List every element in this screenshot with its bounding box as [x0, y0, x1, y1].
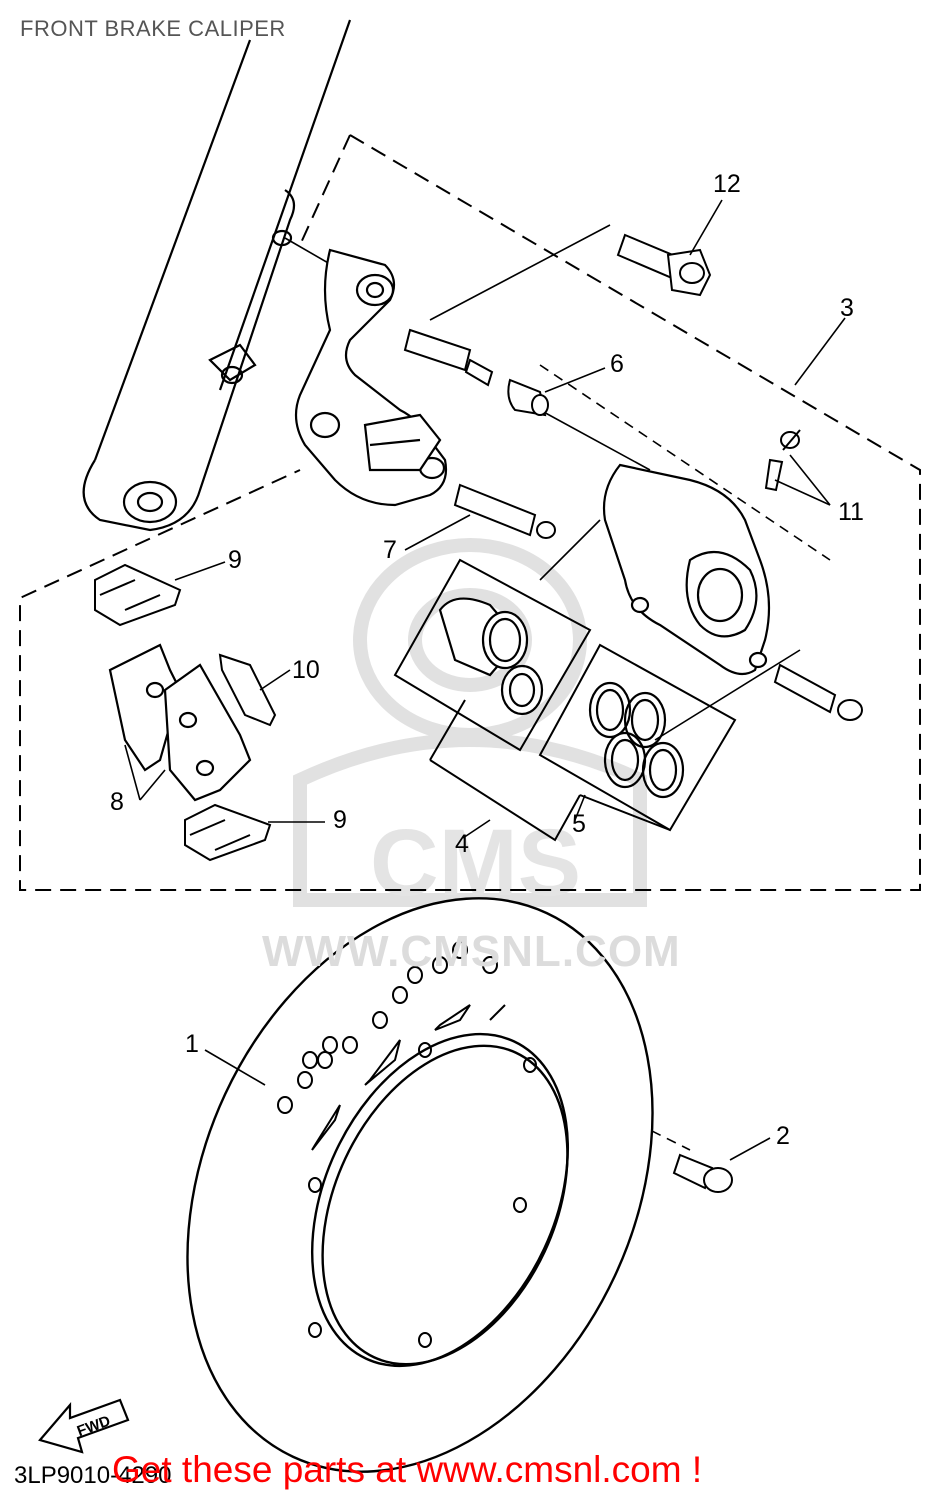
callout-8: 8 [110, 788, 124, 816]
bolt-12 [616, 233, 712, 297]
callout-6: 6 [610, 350, 624, 378]
callout-11: 11 [838, 498, 864, 526]
slide-pins [403, 328, 863, 721]
callout-3: 3 [840, 294, 854, 322]
callout-12: 12 [713, 170, 741, 198]
disc-holes [277, 941, 537, 1348]
callout-4: 4 [455, 830, 469, 858]
callout-5: 5 [572, 810, 586, 838]
brake-pads [108, 643, 252, 802]
pistons [438, 597, 544, 716]
piston-kit-box [393, 558, 592, 842]
caliper-bracket [294, 248, 448, 507]
fwd-arrow-icon: FWD [38, 1398, 130, 1454]
watermark-url: WWW.CMSNL.COM [262, 927, 681, 976]
callout-10: 10 [292, 656, 320, 684]
seals [588, 681, 685, 799]
callout-7: 7 [383, 536, 397, 564]
disc-bolt-2 [672, 1153, 733, 1193]
fork-leg [82, 19, 352, 532]
brake-disc [186, 897, 654, 1473]
boot-6 [507, 378, 549, 417]
callout-9-top: 9 [228, 546, 242, 574]
drawing-code: 3LP9010-4290 [14, 1462, 172, 1489]
pad-clips [94, 563, 272, 862]
bleed-screw-11 [764, 429, 801, 492]
footer-link[interactable]: Get these parts at www.cmsnl.com ! [112, 1449, 703, 1490]
callout-9-bottom: 9 [333, 806, 347, 834]
pad-shim-10 [218, 653, 277, 727]
callout-1: 1 [185, 1030, 199, 1058]
assembly-boundary [19, 134, 921, 891]
callout-2: 2 [776, 1122, 790, 1150]
caliper-body [602, 463, 771, 676]
seal-kit-box [538, 643, 737, 832]
leader-lines [124, 199, 846, 1161]
page-title: FRONT BRAKE CALIPER [20, 16, 286, 41]
